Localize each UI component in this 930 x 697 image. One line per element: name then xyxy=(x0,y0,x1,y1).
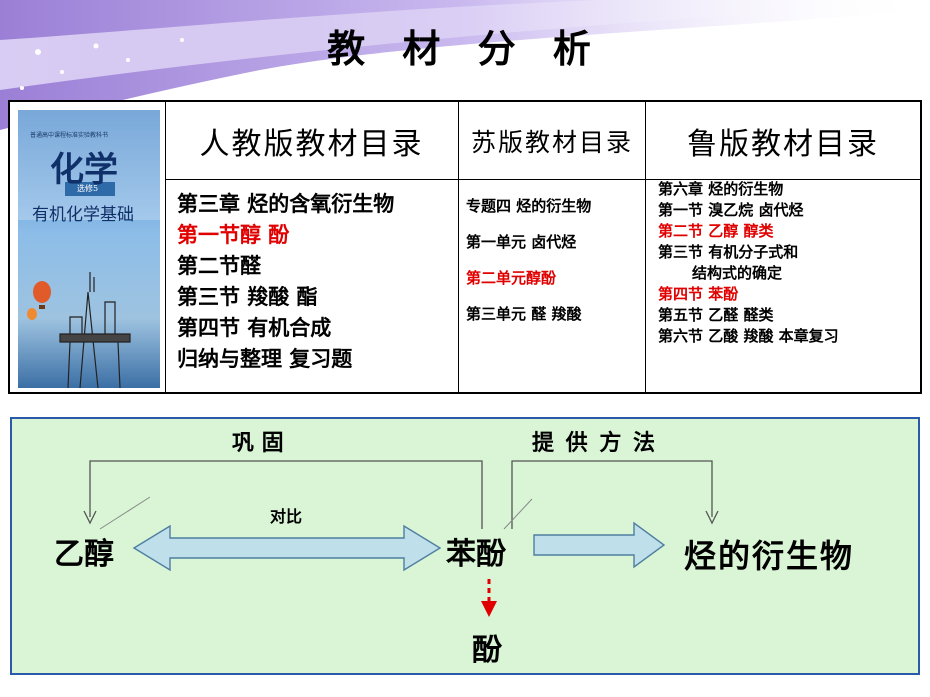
oil-platform-icon xyxy=(59,272,131,389)
cover-title: 化学 xyxy=(50,150,118,190)
consolidate-connector xyxy=(83,460,483,529)
toc-item-highlighted: 第二节 乙醇 醇类 xyxy=(658,222,774,240)
background-swoosh xyxy=(0,0,930,130)
toc-item: 第三单元 醛 羧酸 xyxy=(466,305,582,323)
column-body: 专题四 烃的衍生物 第一单元 卤代烃 第二单元醇酚 第三单元 醛 羧酸 xyxy=(459,180,645,332)
toc-item: 第六章 烃的衍生物 xyxy=(658,180,784,198)
cover-badge: 选修5 xyxy=(77,184,99,193)
column-body: 第三章 烃的含氧衍生物 第一节醇 酚 第二节醛 第三节 羧酸 酯 第四节 有机合… xyxy=(165,180,458,374)
column-sujiao: 苏版教材目录 专题四 烃的衍生物 第一单元 卤代烃 第二单元醇酚 第三单元 醛 … xyxy=(459,102,646,392)
textbook-cover-image xyxy=(18,110,160,389)
node-phenol: 苯酚 xyxy=(446,537,506,572)
red-down-arrow xyxy=(481,579,497,617)
diagram-arrows xyxy=(83,460,719,617)
toc-item: 专题四 烃的衍生物 xyxy=(466,197,592,215)
compare-double-arrow xyxy=(132,524,442,572)
cover-small-line: 普通高中课程标准实验教科书 xyxy=(30,132,109,139)
toc-item: 第二节醛 xyxy=(177,253,261,278)
cover-subtitle: 有机化学基础 xyxy=(32,205,134,225)
toc-item-highlighted: 第一节醇 酚 xyxy=(177,222,290,247)
decor-slash xyxy=(99,496,151,530)
column-renjiao: 人教版教材目录 第三章 烃的含氧衍生物 第一节醇 酚 第二节醛 第三节 羧酸 酯… xyxy=(165,102,459,392)
toc-item: 第五节 乙醛 醛类 xyxy=(658,306,774,324)
toc-item: 归纳与整理 复习题 xyxy=(177,346,353,371)
column-body: 第六章 烃的衍生物 第一节 溴乙烷 卤代烃 第二节 乙醇 醇类 第三节 有机分子… xyxy=(646,176,920,350)
decor-slash xyxy=(503,498,533,530)
toc-item: 结构式的确定 xyxy=(692,264,783,282)
toc-item: 第三节 有机分子式和 xyxy=(658,243,799,261)
column-lujiao: 鲁版教材目录 第六章 烃的衍生物 第一节 溴乙烷 卤代烃 第二节 乙醇 醇类 第… xyxy=(646,102,920,392)
column-header: 苏版教材目录 xyxy=(459,102,645,180)
toc-item: 第四节 有机合成 xyxy=(177,315,332,340)
node-phenols: 酚 xyxy=(472,633,502,668)
toc-item-highlighted: 第二单元醇酚 xyxy=(466,269,557,287)
toc-item-highlighted: 第四节 苯酚 xyxy=(658,285,739,303)
textbook-cover-cell: 普通高中课程标准实验教科书 化学 选修5 有机化学基础 xyxy=(10,102,166,392)
forward-arrow xyxy=(533,521,666,569)
column-header: 鲁版教材目录 xyxy=(646,102,920,180)
label-compare: 对比 xyxy=(270,507,303,526)
toc-item: 第六节 乙酸 羧酸 本章复习 xyxy=(658,327,839,345)
toc-item: 第三节 羧酸 酯 xyxy=(177,284,318,309)
hot-air-balloon-icon xyxy=(27,281,51,320)
toc-item: 第三章 烃的含氧衍生物 xyxy=(177,191,395,216)
node-hydrocarbon-derivatives: 烃的衍生物 xyxy=(684,537,855,575)
toc-item: 第一节 溴乙烷 卤代烃 xyxy=(658,201,804,219)
textbook-toc-table: 普通高中课程标准实验教科书 化学 选修5 有机化学基础 人教版教材目录 第三章 … xyxy=(8,100,922,394)
node-ethanol: 乙醇 xyxy=(54,537,114,572)
column-header: 人教版教材目录 xyxy=(165,102,458,180)
toc-item: 第一单元 卤代烃 xyxy=(466,233,577,251)
label-provide-method: 提 供 方 法 xyxy=(532,430,657,456)
page-title: 教 材 分 析 xyxy=(327,26,603,71)
concept-diagram: 巩 固 提 供 方 法 对比 乙醇 苯酚 烃的衍生物 酚 xyxy=(10,417,920,675)
method-connector xyxy=(511,460,719,529)
label-consolidate: 巩 固 xyxy=(232,430,284,456)
